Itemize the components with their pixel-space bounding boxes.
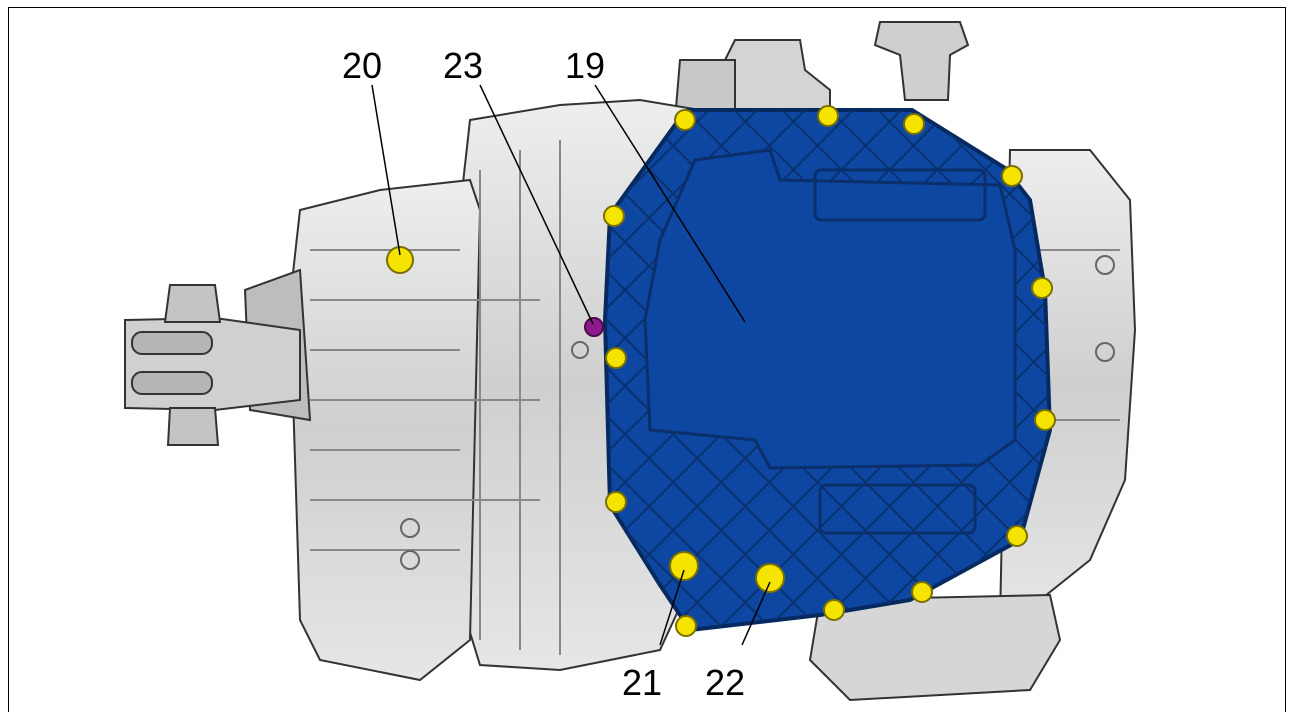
oil-pan-bolt xyxy=(911,581,933,603)
leader-23 xyxy=(479,84,594,325)
oil-pan xyxy=(602,108,1053,633)
oil-pan-bolt xyxy=(817,105,839,127)
drain-plug-22 xyxy=(755,563,785,593)
oil-pan-bolt xyxy=(674,109,696,131)
callout-21: 21 xyxy=(622,662,662,703)
oil-pan-bolt xyxy=(605,347,627,369)
leader-21 xyxy=(659,569,685,646)
oil-pan-bolt xyxy=(605,491,627,513)
oil-pan-bolt xyxy=(1001,165,1023,187)
illustration-frame xyxy=(8,7,1286,712)
oil-pan-bolt xyxy=(1006,525,1028,547)
callout-23: 23 xyxy=(443,45,483,86)
callout-22: 22 xyxy=(705,662,745,703)
oil-pan-bolt xyxy=(1031,277,1053,299)
callout-19: 19 xyxy=(565,45,605,86)
leader-22 xyxy=(741,581,771,646)
callout-20: 20 xyxy=(342,45,382,86)
oil-pan-bolt xyxy=(603,205,625,227)
leader-19 xyxy=(594,84,746,323)
leader-20 xyxy=(371,84,401,256)
oil-pan-bolt xyxy=(823,599,845,621)
oil-pan-bolt xyxy=(1034,409,1056,431)
oil-pan-bolt xyxy=(903,113,925,135)
drain-plug-21 xyxy=(669,551,699,581)
leader-lines xyxy=(371,84,771,646)
bolt-20 xyxy=(386,246,414,274)
bolt-group xyxy=(603,105,1056,637)
oil-pan-bolt xyxy=(675,615,697,637)
plug-23 xyxy=(584,317,604,337)
